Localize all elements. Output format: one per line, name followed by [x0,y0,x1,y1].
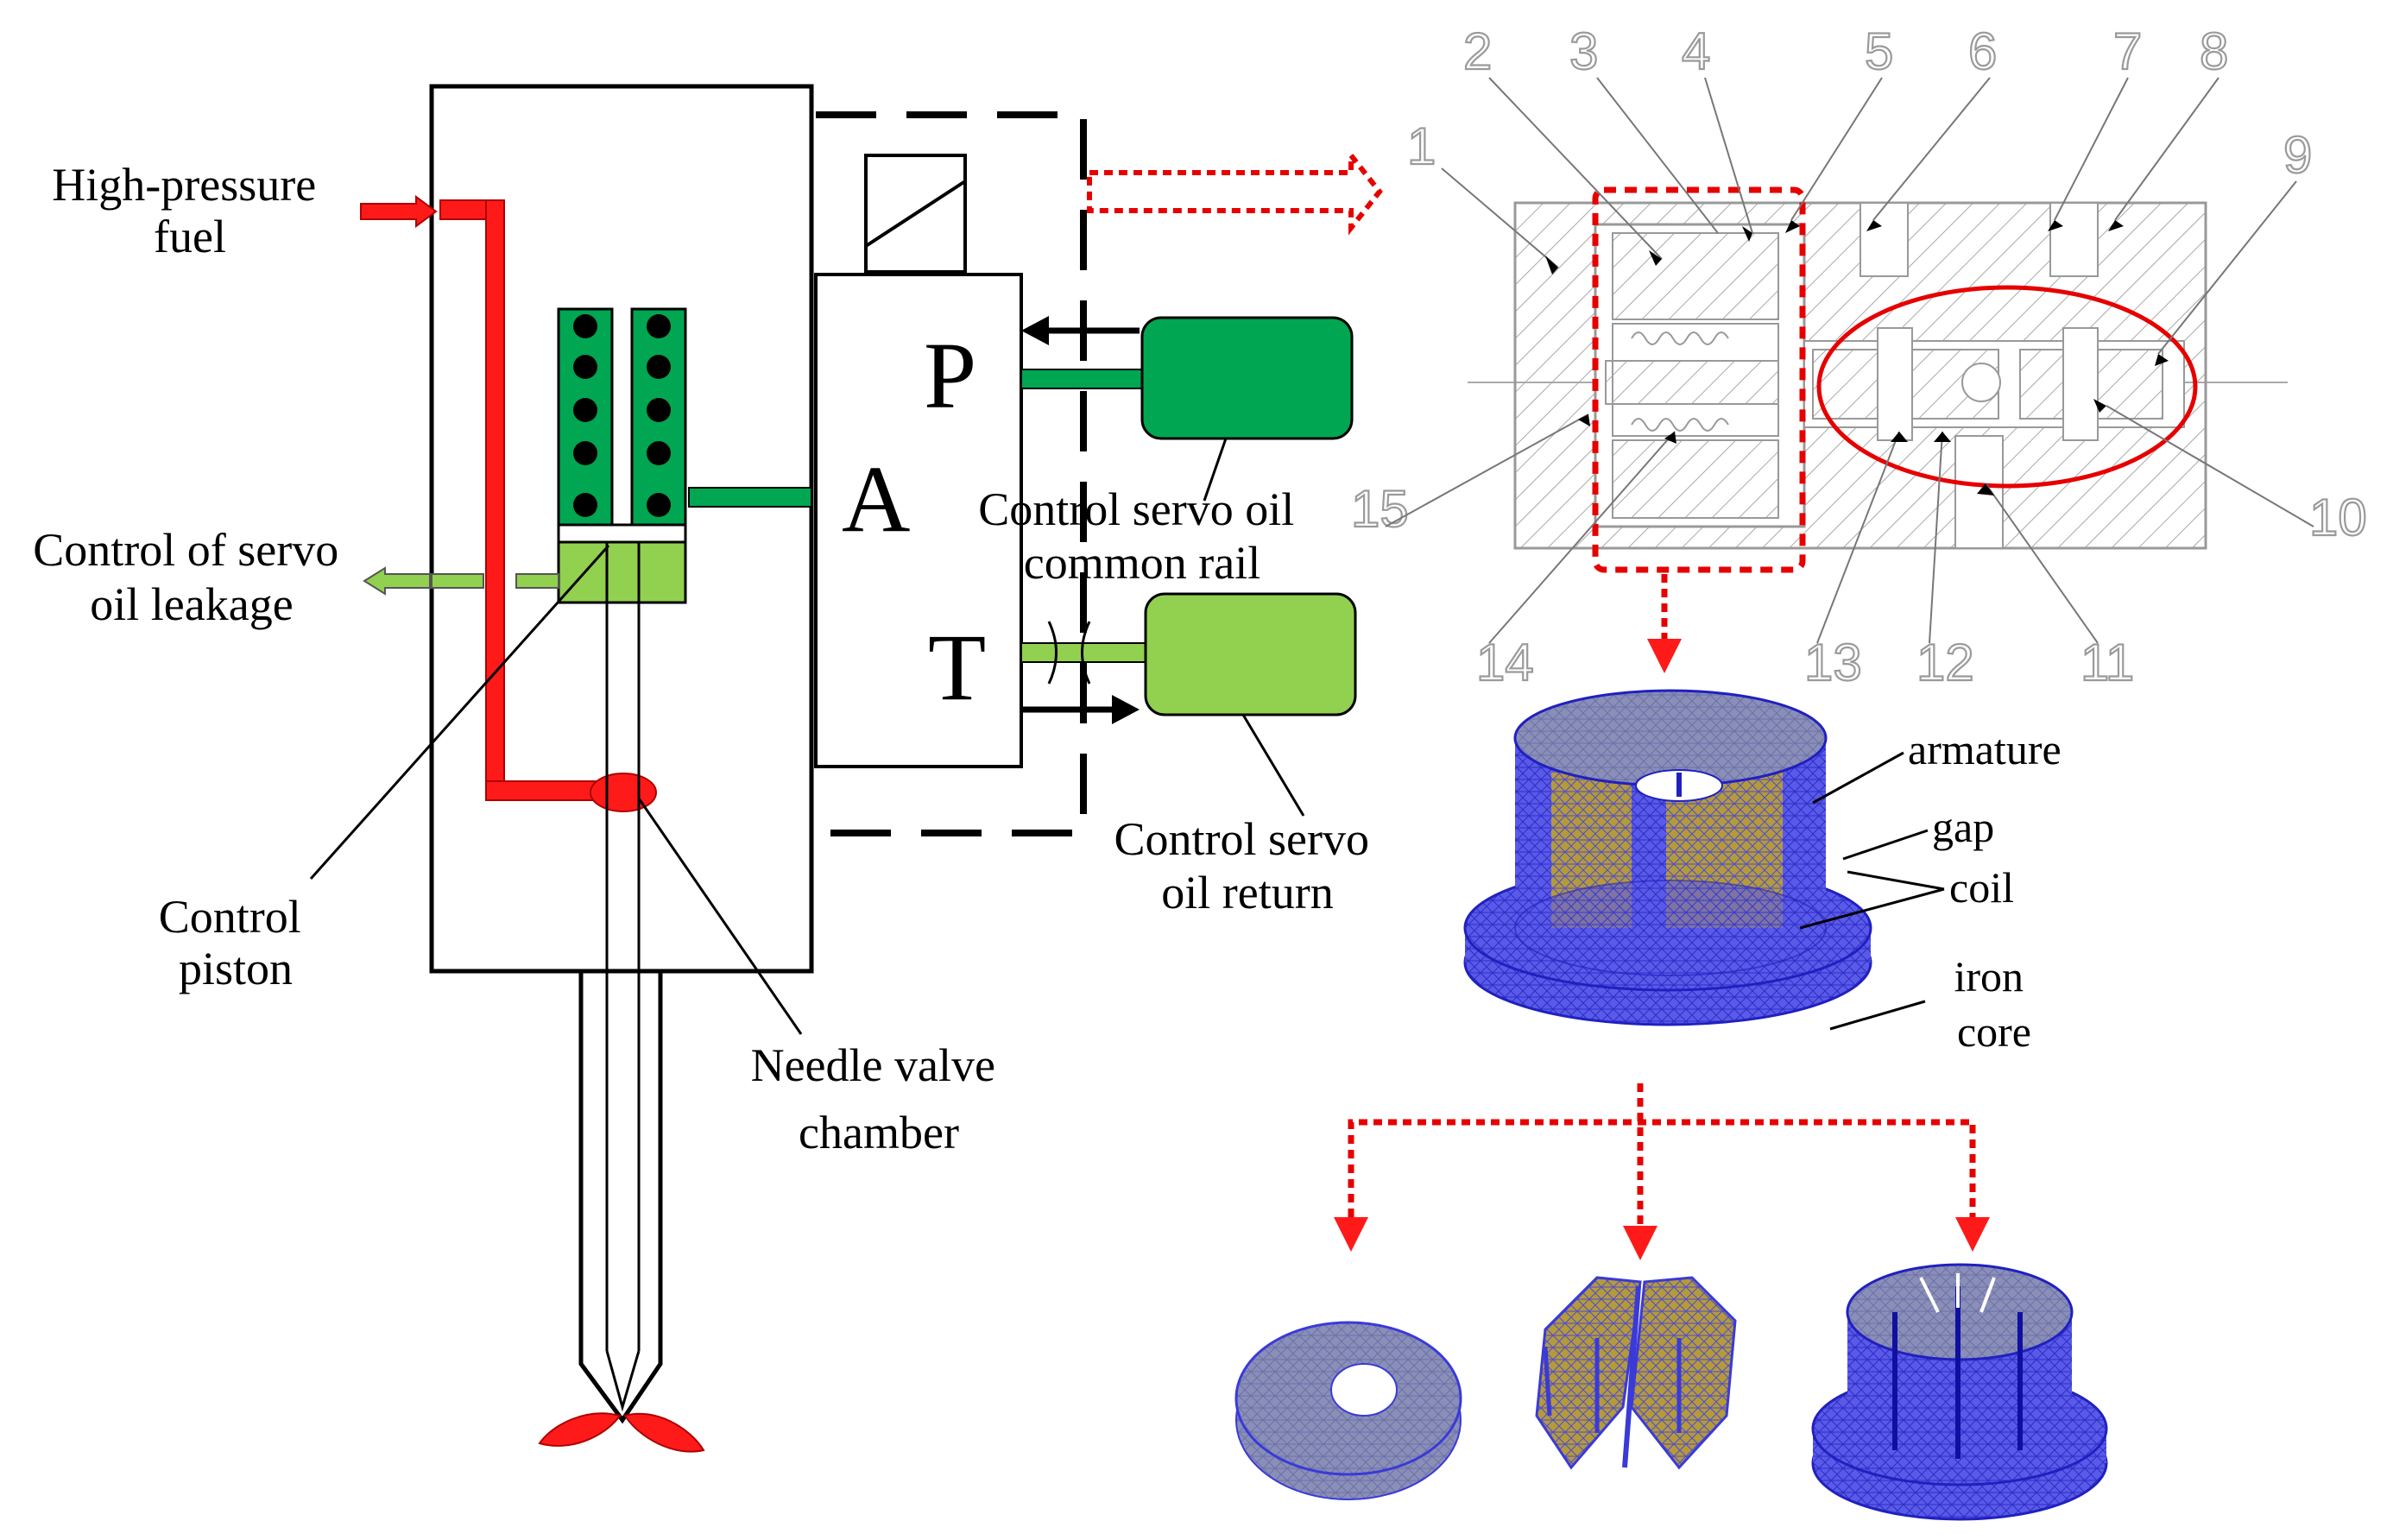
part-numbers: 1 2 3 4 5 6 7 8 9 10 11 12 13 14 15 [1350,22,2368,692]
coil-label: coil [1949,863,2014,912]
oil-return-leader [1241,714,1305,817]
control-piston [557,540,687,604]
part-number-9: 9 [2283,126,2312,184]
needle-valve-chamber [590,773,657,812]
servo-common-rail-tank [1140,316,1354,440]
common-rail-leader [1203,438,1228,502]
armature-part [1234,1321,1462,1500]
part-number-2: 2 [1463,22,1492,80]
part-number-4: 4 [1682,22,1710,80]
solenoid-symbol [864,154,967,275]
servo-leakage-line [363,566,559,596]
gap-label: gap [1932,803,1994,851]
part-number-5: 5 [1865,22,1893,80]
servo-leakage-label: Control of servo oil leakage [33,524,350,630]
injector-schematic: P A T [309,84,1383,1453]
part-number-11: 11 [2080,634,2134,691]
valve-section-drawing [1468,186,2288,573]
port-t-connection [1020,621,1147,724]
split-arrow-heads [1334,1217,1990,1260]
mesh-labels: armature gap coil iron core [1799,725,2062,1056]
high-pressure-fuel-line [360,195,599,801]
port-p-label: P [924,323,976,428]
leakage-arrow [363,566,431,596]
section-pointers [1545,220,2169,495]
control-piston-label: Control piston [159,891,313,994]
solenoid-valve-enclosure [816,111,1087,836]
spray-right [623,1412,705,1453]
part-number-15: 15 [1351,480,1409,538]
part-number-14: 14 [1476,634,1534,691]
high-pressure-fuel-label: High-pressure fuel [52,159,327,262]
common-rail-label: Control servo oil common rail [978,483,1305,589]
control-piston-leader [309,545,610,880]
needle-chamber-leader [637,798,803,1035]
needle-valve [538,542,705,1453]
part-number-6: 6 [1968,22,1997,80]
mesh-assembly [1463,689,1872,1026]
part-number-7: 7 [2113,22,2142,80]
spool-highlight-ellipse [1816,285,2198,489]
part-number-1: 1 [1407,117,1436,175]
part-number-3: 3 [1569,22,1598,80]
port-a-line [688,487,812,508]
port-p-connection [1020,316,1147,389]
zoom-arrow [1087,148,1383,236]
port-a-label: A [842,446,910,552]
part-number-10: 10 [2309,489,2367,546]
coil-part [1535,1276,1737,1470]
split-arrows [1348,1083,1976,1226]
part-leader-lines [1385,77,2314,644]
valve-block [814,273,1023,768]
oil-return-label: Control servo oil return [1114,813,1381,918]
part-number-8: 8 [2200,22,2228,80]
port-t-label: T [928,615,986,720]
armature-highlight-box [1592,186,1806,573]
iron-core-label: iron core [1954,952,2034,1056]
section-to-mesh-arrow [1647,574,1682,673]
spray-left [538,1412,622,1447]
part-number-13: 13 [1804,634,1862,691]
part-number-12: 12 [1916,634,1974,691]
needle-valve-chamber-label: Needle valve chamber [751,1039,1007,1158]
armature-label: armature [1908,725,2062,773]
control-chamber-coils [557,307,687,604]
iron-core-part [1811,1263,2108,1521]
fuel-inlet-arrow [360,195,438,228]
servo-oil-return-tank [1144,592,1357,716]
